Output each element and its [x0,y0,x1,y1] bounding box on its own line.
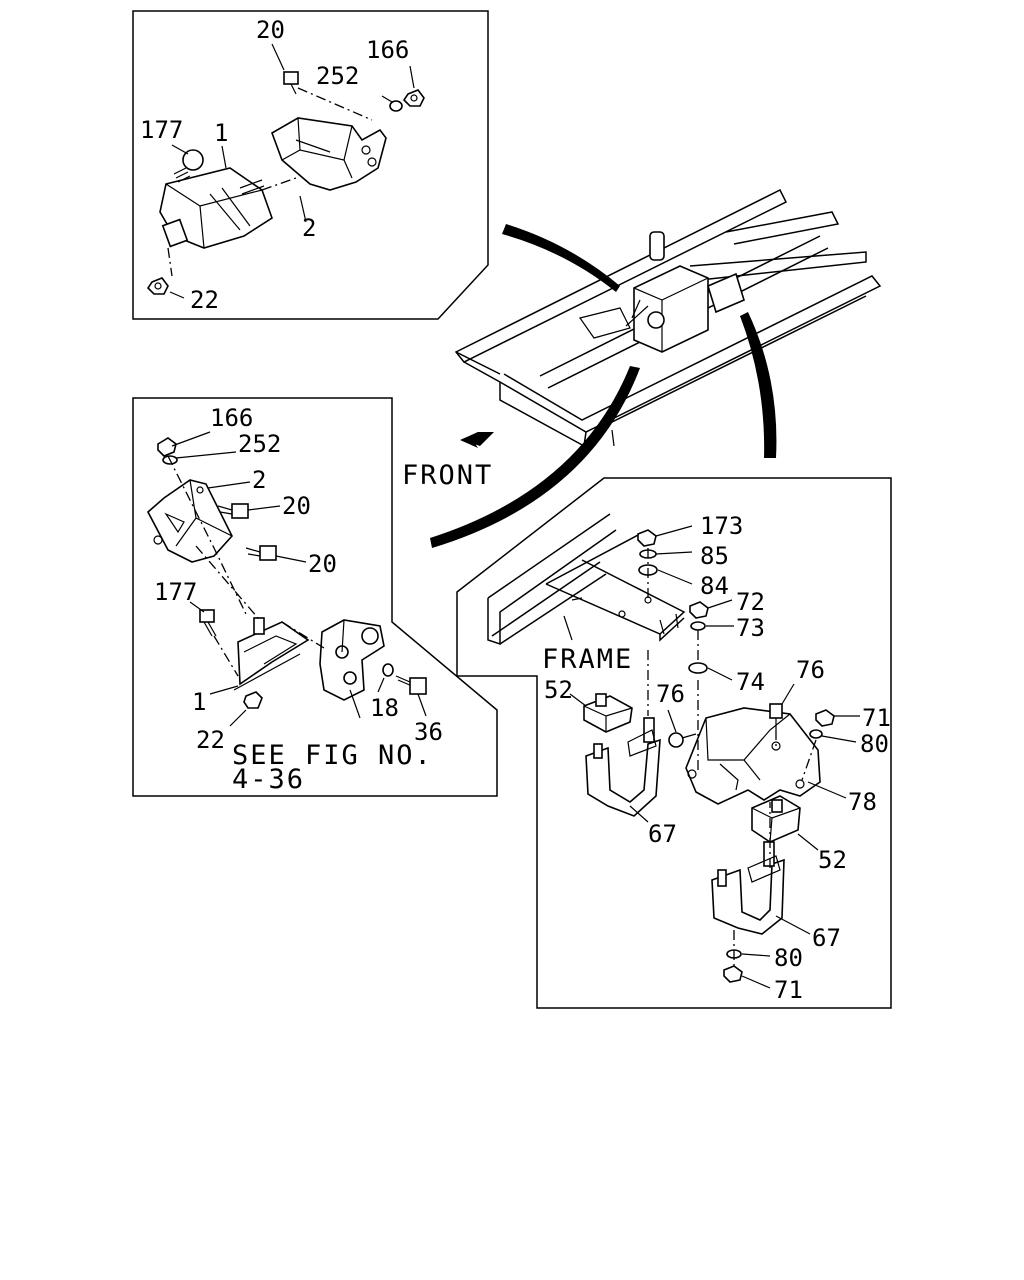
callout-67: 67 [648,820,677,848]
callout-84: 84 [700,572,729,600]
washer-252-icon [389,100,403,112]
callout-72: 72 [736,588,765,616]
callout-36: 36 [414,718,443,746]
callout-arc-top [502,224,620,292]
callout-1: 1 [192,688,206,716]
bolt-20-icon [217,503,249,519]
washer-80-icon [809,729,823,739]
callout-177: 177 [154,578,197,606]
nut-173-icon [637,529,657,547]
see-fig-number: 4-36 [232,764,305,795]
nut-22-icon [243,691,263,709]
callout-20: 20 [256,16,285,44]
callout-177: 177 [140,116,183,144]
panel-right-border [456,477,892,1009]
rubber-mount-part [583,693,633,733]
callout-22: 22 [190,286,219,314]
callout-1: 1 [214,119,228,147]
washer-73-icon [690,621,706,631]
engine-mount-part [159,167,273,249]
callout-173: 173 [700,512,743,540]
callout-166: 166 [210,404,253,432]
bolt-20-icon [283,71,299,95]
callout-52: 52 [544,676,573,704]
panel-top-border [132,10,489,320]
callout-22: 22 [196,726,225,754]
mount-bracket-part [271,117,387,191]
callout-76: 76 [656,680,685,708]
bolt-20-icon [245,545,277,561]
callout-80: 80 [860,730,889,758]
callout-78: 78 [848,788,877,816]
bolt-177-icon [199,609,217,637]
bolt-76-icon [668,732,697,748]
callout-85: 85 [700,542,729,570]
callout-52: 52 [818,846,847,874]
mount-bracket-67-part [585,717,661,817]
front-arrow-icon [460,432,494,448]
frame-label: FRAME [542,644,633,675]
panel-left: 166 252 2 20 20 177 1 22 18 36 SEE FIG N… [132,397,498,797]
mount-bracket-67-part [711,841,785,935]
callout-2: 2 [302,214,316,242]
callout-166: 166 [366,36,409,64]
panel-left-border [132,397,498,797]
mount-bracket-part [146,479,233,563]
frame-rail [487,513,686,646]
bolt-76-icon [769,703,783,730]
washer-74-icon [688,662,708,674]
callout-80: 80 [774,944,803,972]
callout-18: 18 [370,694,399,722]
callout-74: 74 [736,668,765,696]
see-fig-label: SEE FIG NO. [232,740,433,771]
callout-71: 71 [774,976,803,1004]
callout-252: 252 [316,62,359,90]
callout-arc-right [740,312,777,458]
callout-252: 252 [238,430,281,458]
nut-71-icon [815,709,835,727]
callout-20: 20 [282,492,311,520]
front-label: FRONT [402,460,493,491]
callout-20: 20 [308,550,337,578]
callout-67: 67 [812,924,841,952]
bolt-36-icon [395,675,427,695]
nut-166-icon [402,89,425,107]
callout-76: 76 [796,656,825,684]
nut-72-icon [689,601,709,619]
stud-icon [239,179,265,195]
chassis-frame-overview [454,188,882,448]
callout-71: 71 [862,704,891,732]
washer-18-icon [382,663,394,677]
rubber-mount-part [751,795,801,843]
callout-73: 73 [736,614,765,642]
callout-2: 2 [252,466,266,494]
bolt-177-icon [173,149,204,183]
bushing-bracket-part [319,619,385,701]
nut-166-icon [157,437,177,457]
nut-71-icon [723,965,743,983]
nut-22-icon [146,277,169,295]
mount-highlight-icon [625,299,649,327]
crossmember-part [685,707,821,805]
panel-right: 173 85 84 72 73 74 76 76 71 80 78 52 52 … [456,477,892,1009]
callout-arc-left [430,366,640,548]
panel-top-left: 20 252 166 177 1 2 22 [132,10,489,320]
engine-mount-part [233,617,310,691]
